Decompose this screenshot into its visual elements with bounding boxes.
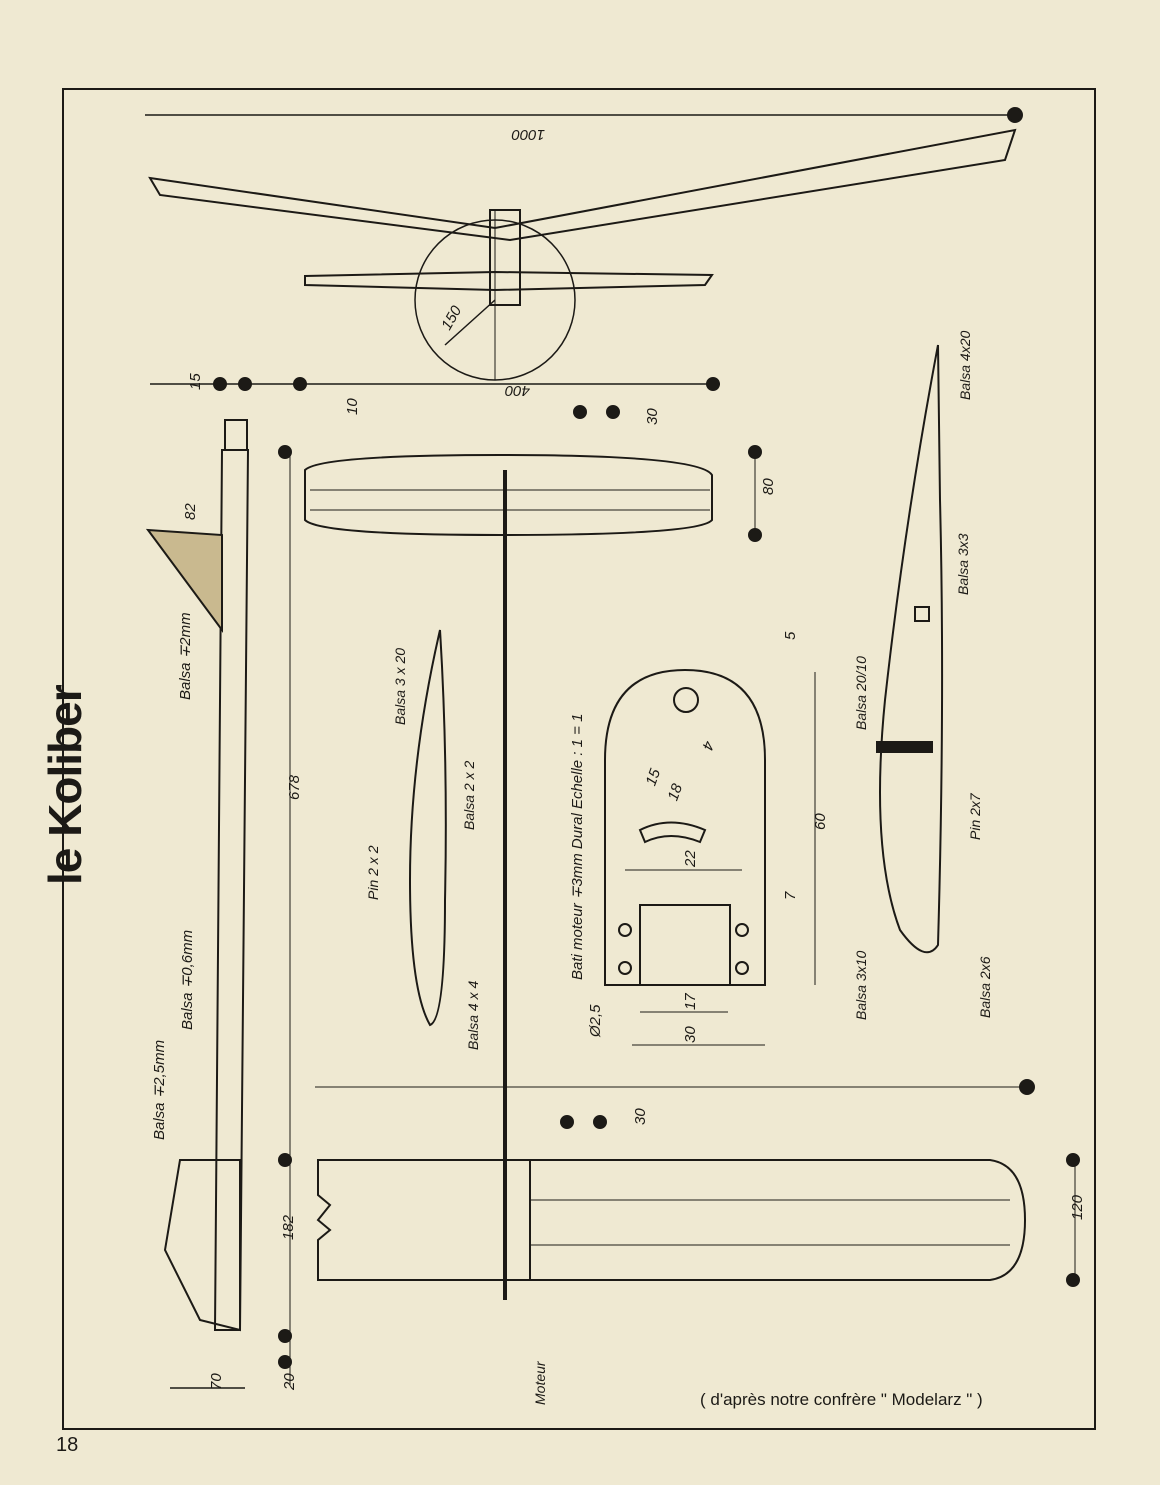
em-dim-5: 5 — [782, 631, 799, 640]
label-balsa-25mm: Balsa ∓2,5mm — [151, 1040, 168, 1140]
label-moteur: Moteur — [532, 1360, 548, 1405]
dim-182: 182 — [280, 1214, 297, 1240]
dim-10: 10 — [344, 398, 361, 415]
dim-20: 20 — [281, 1373, 298, 1391]
dim-span: 1000 — [511, 126, 545, 143]
label-balsa-3x10: Balsa 3x10 — [853, 951, 869, 1020]
credit-line: ( d'après notre confrère " Modelarz " ) — [700, 1390, 983, 1409]
dim-120: 120 — [1069, 1194, 1086, 1220]
label-balsa-06mm: Balsa ∓0,6mm — [179, 930, 196, 1030]
em-dim-17: 17 — [682, 993, 699, 1010]
dim-70: 70 — [208, 1373, 225, 1390]
label-pin-2x2: Pin 2 x 2 — [365, 845, 381, 900]
dim-30-top: 30 — [644, 408, 661, 425]
label-balsa-2x6: Balsa 2x6 — [977, 956, 993, 1018]
label-pin-2x7: Pin 2x7 — [967, 792, 983, 840]
em-dim-15: 15 — [642, 766, 664, 788]
stab-rib-profile — [408, 629, 447, 1027]
label-balsa-2mm: Balsa ∓2mm — [177, 612, 194, 700]
page-number: 18 — [56, 1434, 79, 1456]
wing-plan — [315, 1079, 1080, 1287]
engine-mount-caption: Bati moteur ∓3mm Dural Echelle : 1 = 1 — [569, 714, 586, 980]
em-dim-r4: 4 — [698, 739, 717, 753]
dim-dihedral: 150 — [438, 302, 466, 333]
dim-15: 15 — [187, 373, 204, 390]
em-dim-22: 22 — [682, 850, 699, 868]
front-view — [145, 107, 1023, 381]
dim-stab-span: 400 — [504, 382, 530, 399]
label-balsa-20-10: Balsa 20/10 — [853, 656, 869, 730]
em-dim-60: 60 — [812, 813, 829, 830]
em-dim-30: 30 — [682, 1026, 699, 1043]
label-balsa-2x2: Balsa 2 x 2 — [461, 761, 477, 830]
label-balsa-3x20: Balsa 3 x 20 — [392, 648, 408, 725]
dim-80: 80 — [760, 478, 777, 495]
label-balsa-3x3: Balsa 3x3 — [955, 533, 971, 595]
wing-rib-profile — [876, 344, 944, 954]
dim-30-bottom: 30 — [632, 1108, 649, 1125]
em-dim-7: 7 — [782, 891, 799, 900]
dim-82: 82 — [182, 503, 199, 520]
drawing-frame — [62, 88, 1096, 1430]
fuselage-side-view — [145, 377, 720, 1389]
label-balsa-4x20: Balsa 4x20 — [957, 331, 973, 400]
label-balsa-4x4: Balsa 4 x 4 — [465, 981, 481, 1050]
engine-mount-plate — [604, 668, 816, 1046]
em-dim-phi: Ø2,5 — [587, 1004, 604, 1038]
em-dim-18: 18 — [664, 781, 686, 803]
dim-678: 678 — [286, 774, 303, 800]
